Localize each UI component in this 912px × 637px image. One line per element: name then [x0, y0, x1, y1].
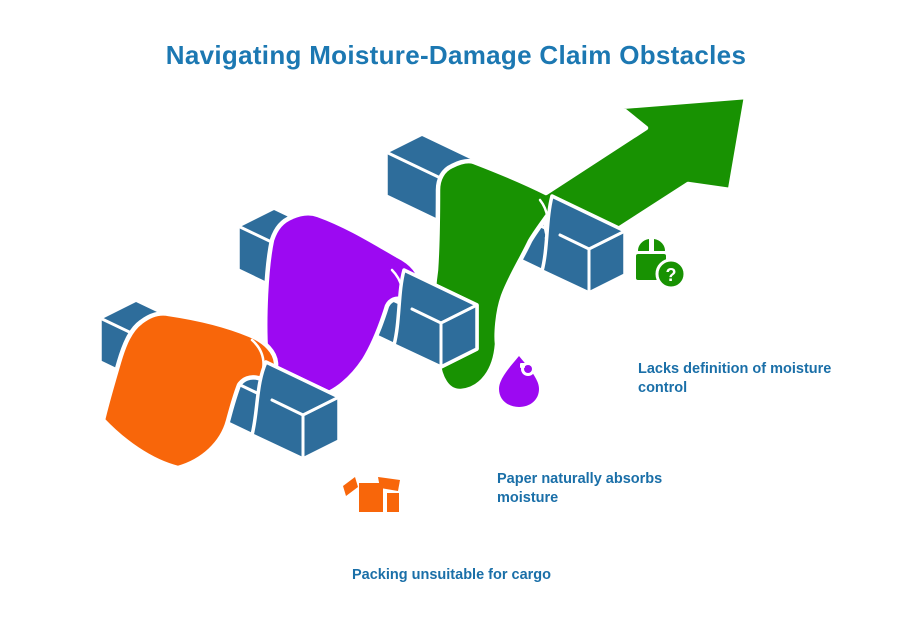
box-question-icon: ? [636, 239, 687, 290]
obstacle-label-1: Packing unsuitable for cargo [352, 567, 552, 583]
bar-3-front-edges [558, 229, 627, 295]
water-drop-icon [499, 356, 539, 407]
obstacle-label-3: Lacks definition of moisture control [638, 361, 832, 396]
hurdle-bar-3-front-segment [540, 194, 627, 295]
bar-2-front-edges [410, 303, 479, 369]
obstacle-label-2: Paper naturally absorbs moisture [497, 471, 663, 506]
bar-1-front-edges [270, 395, 341, 461]
hurdle-bar-2-front-segment [392, 268, 479, 369]
page-title: Navigating Moisture-Damage Claim Obstacl… [165, 40, 747, 70]
hurdle-bar-1-front-segment [250, 360, 341, 461]
orange-ribbon [100, 311, 279, 471]
question-mark-glyph: ? [666, 265, 677, 285]
open-box-icon [343, 477, 400, 512]
